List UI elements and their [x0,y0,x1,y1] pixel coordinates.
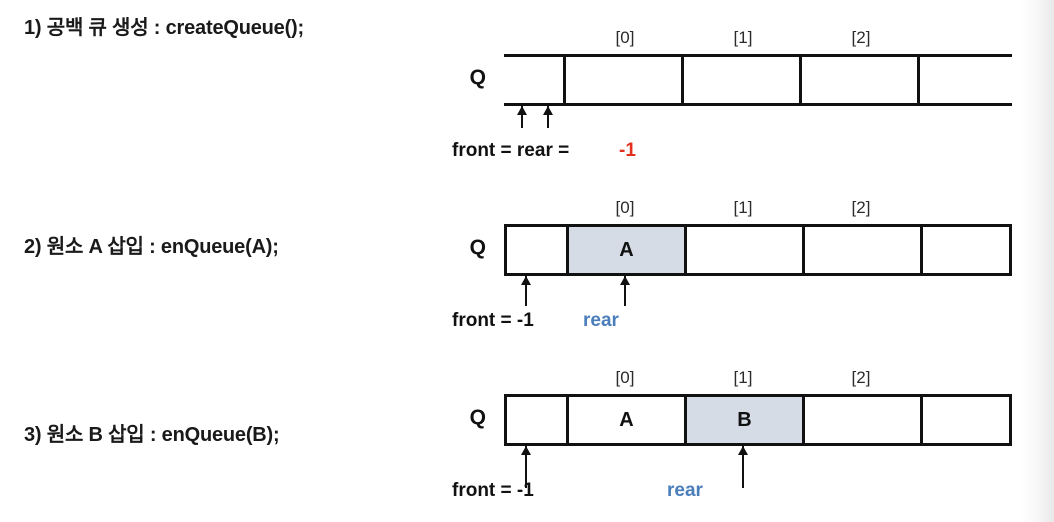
queue-cell-0-3[interactable]: A [569,397,687,443]
front-arrow-icon-3 [525,446,527,488]
index-label-row-2: [0] [1] [2] [504,198,1012,224]
queue-cell-pre-1[interactable] [504,57,566,103]
index-label-2: [2] [851,368,871,387]
index-label-2: [2] [851,198,871,217]
queue-figure-step-2: [0] [1] [2] Q A front = -1 rear [452,198,1012,336]
queue-array-3: A B [504,394,1012,446]
queue-figure-step-3: [0] [1] [2] Q A B front = -1 rear [452,368,1012,506]
index-label-1: [1] [733,198,753,217]
index-label-2: [2] [851,28,871,47]
caption-rear-text-3: rear [667,480,703,501]
queue-cell-2-1[interactable] [802,57,920,103]
queue-cell-pre-3[interactable] [507,397,569,443]
array-row-2: Q A [452,224,1012,276]
caption-negative-one-1: -1 [619,140,636,161]
queue-name-label-1: Q [469,66,486,89]
queue-cell-0-1[interactable] [566,57,684,103]
step-3-heading: 3) 원소 B 삽입 : enQueue(B); [24,424,280,446]
array-row-1: Q [452,54,1012,106]
queue-cell-0-2[interactable]: A [569,227,687,273]
queue-cell-post-1[interactable] [920,57,1012,103]
caption-step-1: front = rear = -1 [452,140,1012,166]
pointer-arrow-row-1 [504,106,1012,140]
front-arrow-icon-1 [521,106,523,128]
index-label-row-3: [0] [1] [2] [504,368,1012,394]
page-edge-shadow [1020,0,1054,522]
caption-front-text-2: front = -1 [452,310,534,331]
queue-cell-2-3[interactable] [805,397,923,443]
pointer-arrow-row-3 [504,446,1012,488]
index-label-0: [0] [615,368,635,387]
queue-array-2: A [504,224,1012,276]
queue-name-label-2: Q [469,236,486,259]
caption-step-3: front = -1 rear [452,480,1012,506]
index-label-0: [0] [615,28,635,47]
queue-cell-pre-2[interactable] [507,227,569,273]
caption-front-text-3: front = -1 [452,480,534,501]
queue-figure-step-1: [0] [1] [2] Q front = rear = -1 [452,28,1012,166]
index-label-1: [1] [733,368,753,387]
queue-cell-post-3[interactable] [923,397,1009,443]
index-label-row-1: [0] [1] [2] [504,28,1012,54]
caption-rear-text-2: rear [583,310,619,331]
queue-cell-1-1[interactable] [684,57,802,103]
step-2-heading: 2) 원소 A 삽입 : enQueue(A); [24,236,279,258]
queue-cell-post-2[interactable] [923,227,1009,273]
step-1-heading: 1) 공백 큐 생성 : createQueue(); [24,17,304,39]
caption-front-rear-text-1: front = rear = [452,140,570,161]
queue-cell-1-3[interactable]: B [687,397,805,443]
queue-array-1 [504,54,1012,106]
rear-arrow-icon-2 [624,276,626,306]
caption-step-2: front = -1 rear [452,310,1012,336]
pointer-arrow-row-2 [504,276,1012,310]
front-arrow-icon-2 [525,276,527,306]
index-label-0: [0] [615,198,635,217]
rear-arrow-icon-3 [742,446,744,488]
queue-cell-2-2[interactable] [805,227,923,273]
rear-arrow-icon-1 [547,106,549,128]
queue-cell-1-2[interactable] [687,227,805,273]
queue-name-label-3: Q [469,406,486,429]
array-row-3: Q A B [452,394,1012,446]
index-label-1: [1] [733,28,753,47]
